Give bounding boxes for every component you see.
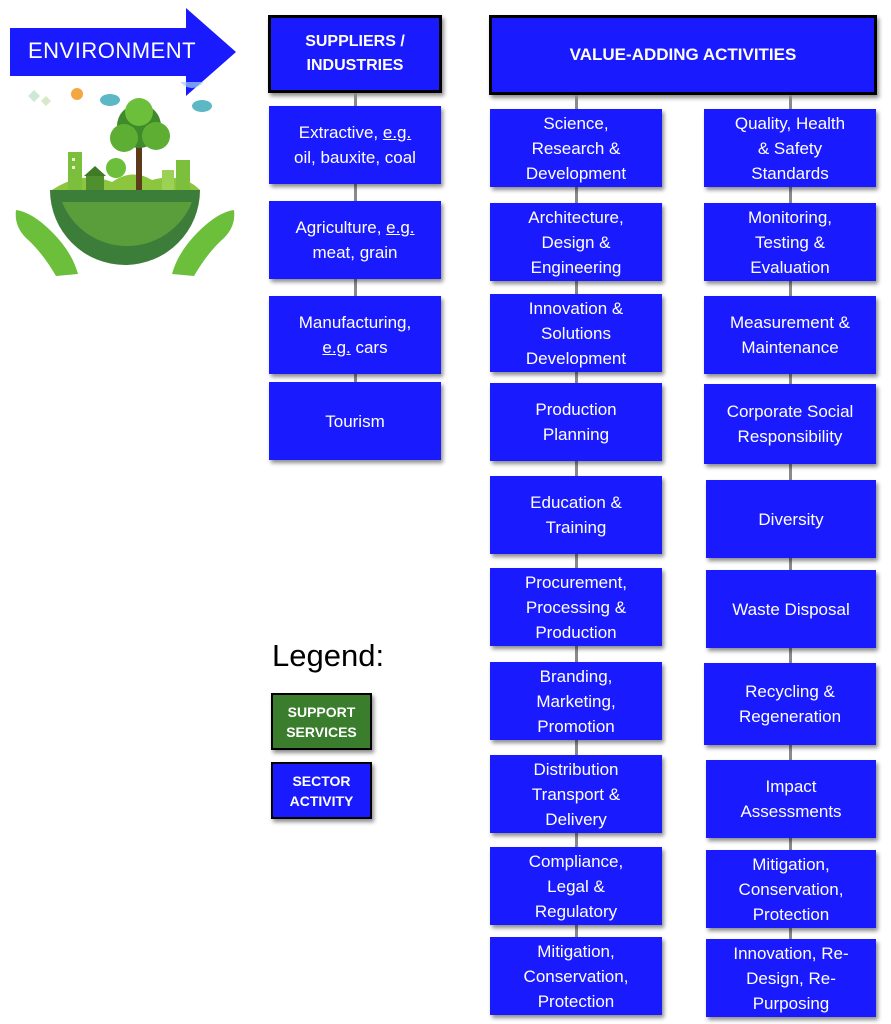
activity-left-item: Science, Research & Development [490,109,662,187]
legend-title: Legend: [272,638,385,673]
activity-left-item: Branding, Marketing, Promotion [490,662,662,740]
environment-label: ENVIRONMENT [28,38,197,63]
legend-sector-activity: SECTOR ACTIVITY [271,762,372,819]
activity-right-item: Corporate Social Responsibility [704,384,876,464]
value-adding-left-connector [575,95,578,1015]
activity-left-item: Innovation & Solutions Development [490,294,662,372]
activity-right-item: Waste Disposal [706,570,876,648]
activity-right-item: Mitigation, Conservation, Protection [706,850,876,928]
activity-left-item: Compliance, Legal & Regulatory [490,847,662,925]
earth-hands-illustration [15,82,235,276]
activity-left-item: Procurement, Processing & Production [490,568,662,646]
activity-right-item: Innovation, Re- Design, Re- Purposing [706,939,876,1017]
supplier-item-agriculture: Agriculture, e.g. meat, grain [269,201,441,279]
environment-arrow [10,8,236,96]
activity-right-item: Impact Assessments [706,760,876,838]
supplier-item-manufacturing: Manufacturing, e.g. cars [269,296,441,374]
supplier-item-extractive: Extractive, e.g. oil, bauxite, coal [269,106,441,184]
activity-right-item: Quality, Health & Safety Standards [704,109,876,187]
suppliers-header: SUPPLIERS / INDUSTRIES [268,15,442,93]
supplier-item-tourism: Tourism [269,382,441,460]
value-adding-header: VALUE-ADDING ACTIVITIES [489,15,877,95]
supplier-item-label: Manufacturing, e.g. cars [298,313,412,357]
activity-right-item: Measurement & Maintenance [704,296,876,374]
supplier-item-label: Tourism [325,411,385,431]
activity-right-item: Monitoring, Testing & Evaluation [704,203,876,281]
activity-left-item: Production Planning [490,383,662,461]
suppliers-header-label: SUPPLIERS / INDUSTRIES [305,33,405,74]
supplier-item-label: Extractive, e.g. oil, bauxite, coal [294,123,416,167]
activity-left-item: Mitigation, Conservation, Protection [490,937,662,1015]
activity-right-item: Diversity [706,480,876,558]
legend-support-services: SUPPORT SERVICES [271,693,372,750]
value-adding-header-label: VALUE-ADDING ACTIVITIES [569,45,797,64]
activity-left-item: Education & Training [490,476,662,554]
activity-right-item: Recycling & Regeneration [704,663,876,745]
supplier-item-label: Agriculture, e.g. meat, grain [295,218,415,262]
activity-left-item: Architecture, Design & Engineering [490,203,662,281]
activity-left-item: Distribution Transport & Delivery [490,755,662,833]
